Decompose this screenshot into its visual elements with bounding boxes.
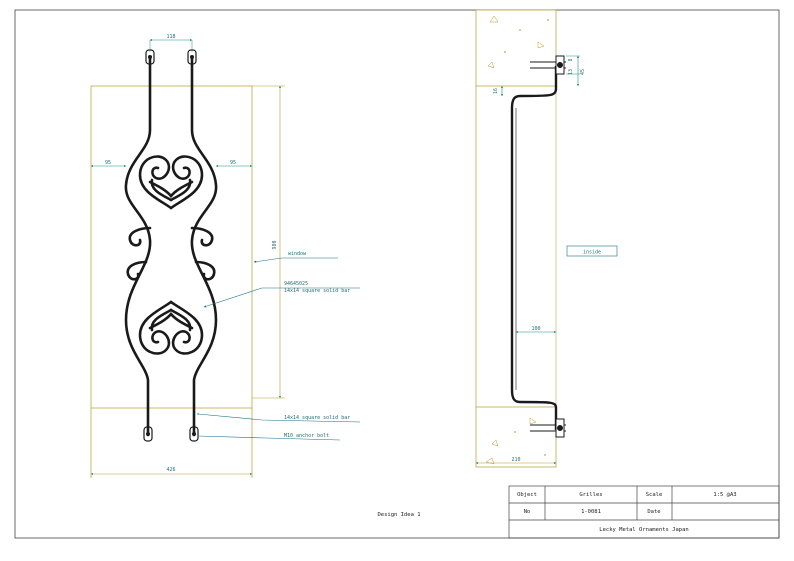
dim-depth: 100 — [531, 326, 540, 332]
bolt-icon — [148, 55, 152, 59]
anchor-bolt-top — [530, 55, 566, 75]
dim-top-gap: 118 — [166, 34, 175, 40]
bolt-icon — [190, 55, 194, 59]
tb-date-label: Date — [647, 509, 660, 515]
tb-object-label: Object — [517, 492, 537, 498]
wall-head — [475, 9, 557, 87]
dim-top-b: 13 — [568, 69, 574, 75]
grille-profile — [510, 66, 558, 430]
dim-right-margin: 95 — [230, 160, 236, 166]
dim-offset: 16 — [493, 88, 499, 94]
side-view: 8 13 45 16 100 210 inside — [475, 9, 618, 468]
dim-top-c: 45 — [580, 69, 586, 75]
leader-bar-main — [203, 287, 360, 308]
dim-left-margin: 95 — [105, 160, 111, 166]
dim-width: 426 — [166, 467, 175, 473]
tb-scale-value: 1:5 @A3 — [713, 492, 736, 498]
front-view: 118 95 95 980 426 window 94645025 14x14 … — [90, 34, 361, 478]
tb-no-value: 1-0081 — [581, 509, 601, 515]
sheet-border — [14, 9, 780, 539]
grille-body — [124, 56, 218, 437]
drawing-caption: Design Idea 1 — [377, 512, 420, 518]
tb-no-label: No — [524, 509, 531, 515]
tb-scale-label: Scale — [646, 492, 663, 498]
inside-label-box — [566, 245, 618, 257]
dim-wall: 210 — [511, 457, 520, 463]
tb-company: Lecky Metal Ornaments Japan — [599, 527, 688, 533]
leader-anchor-bolt — [197, 435, 341, 441]
label-bar-lower: 14x14 square solid bar — [284, 415, 350, 421]
window-outline — [90, 85, 253, 409]
bolt-icon — [146, 432, 150, 436]
label-window: window — [288, 251, 307, 257]
label-part-no: 94645025 — [284, 281, 308, 287]
anchor-bolt-bottom — [530, 418, 566, 438]
bottom-anchor-lugs — [143, 426, 199, 442]
dim-top-a: 8 — [568, 58, 574, 61]
title-block — [508, 485, 780, 539]
top-anchor-lugs — [145, 49, 197, 65]
leader-window — [253, 257, 338, 263]
label-anchor-bolt: M10 anchor bolt — [284, 433, 329, 439]
tb-object-value: Grilles — [579, 492, 602, 498]
label-bar-main: 14x14 square solid bar — [284, 288, 350, 294]
dim-height: 980 — [272, 240, 278, 249]
bolt-icon — [192, 432, 196, 436]
concrete-hatch — [485, 15, 549, 465]
inside-label: inside — [583, 250, 601, 256]
leader-bar-lower — [197, 413, 361, 423]
